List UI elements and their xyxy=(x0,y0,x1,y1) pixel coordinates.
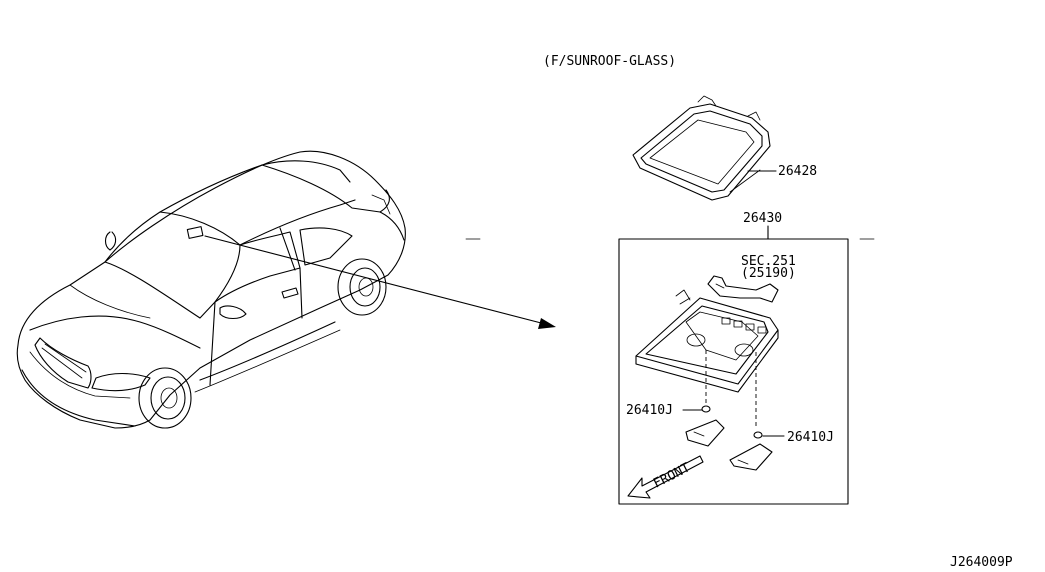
pointer-arrow-icon xyxy=(538,318,556,329)
sunroof-finisher-drawing xyxy=(632,95,777,201)
diagram-code: J264009P xyxy=(950,555,1013,570)
front-direction-label: FRONT xyxy=(651,460,693,491)
part-number-26410j-left: 26410J xyxy=(626,403,673,418)
section-reference: SEC.251 xyxy=(741,254,796,269)
part-number-26410j-right: 26410J xyxy=(787,430,834,445)
front-arrow-icon xyxy=(627,455,704,499)
part-number-26428: 26428 xyxy=(778,164,817,179)
part-number-26430: 26430 xyxy=(743,211,782,226)
map-lamp-detail-box xyxy=(465,225,875,505)
section-reference-sub: (25190) xyxy=(741,266,796,281)
car-illustration xyxy=(16,150,556,429)
variant-note: (F/SUNROOF-GLASS) xyxy=(543,54,676,69)
